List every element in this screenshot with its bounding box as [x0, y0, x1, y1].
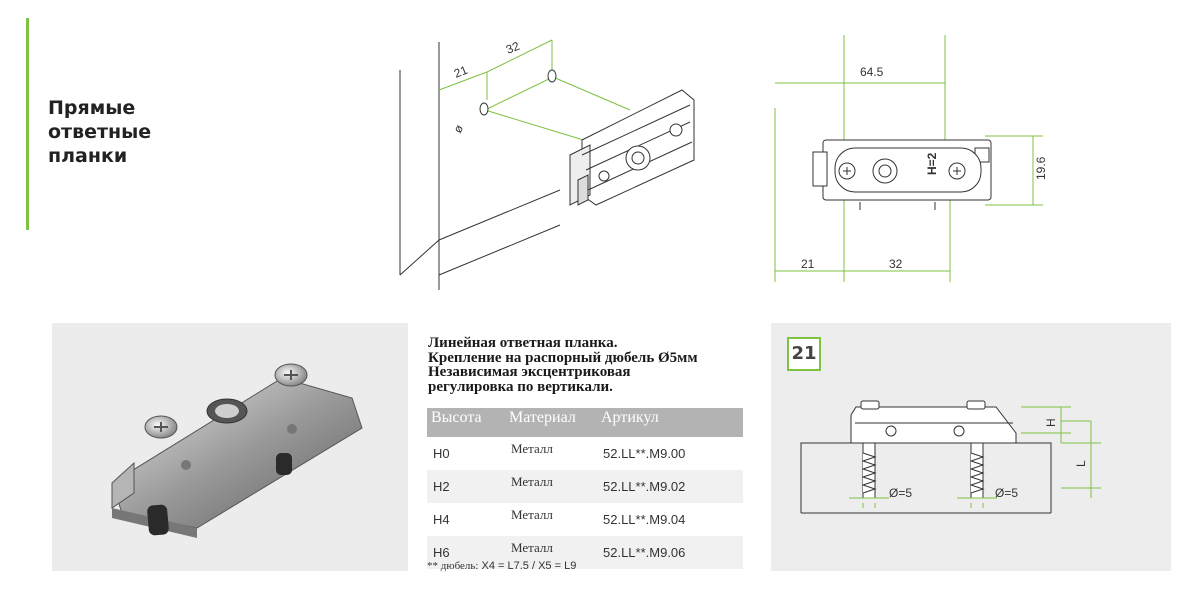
section-title: Прямые ответные планки: [48, 96, 248, 168]
dim-19-6-label: 19.6: [1034, 156, 1048, 180]
table-row: H0 Металл 52.LL**.M9.00: [427, 437, 743, 470]
dim-21-label: 21: [801, 257, 815, 271]
accent-bar: [26, 18, 29, 230]
section-title-line: планки: [48, 145, 128, 167]
cell-height: H0: [433, 446, 450, 461]
dim-21-label: 21: [452, 63, 470, 81]
column-header-article: Артикул: [597, 408, 743, 437]
plan-view-drawing: 64.5 19.6 21 32 H=2: [774, 35, 1048, 282]
table-header-row: Высота Материал Артикул: [427, 408, 743, 437]
dia-label-right: Ø=5: [995, 486, 1018, 500]
specs-table: Высота Материал Артикул H0 Металл 52.LL*…: [427, 408, 743, 569]
dowel-hole-icon: [479, 102, 489, 116]
dia-label-left: Ø=5: [889, 486, 912, 500]
dowel-icon: [861, 442, 985, 499]
dim-64-5-label: 64.5: [860, 65, 884, 79]
dim-L-label: L: [1074, 460, 1088, 467]
mounting-plate-section-icon: [850, 400, 1017, 444]
cell-article: 52.LL**.M9.04: [603, 512, 686, 527]
product-description: Линейная ответная планка. Крепление на р…: [428, 336, 758, 395]
description-line: регулировка по вертикали.: [428, 379, 613, 395]
table-row: H2 Металл 52.LL**.M9.02: [427, 470, 743, 503]
installation-drawing: 21 32 ø: [399, 39, 695, 290]
dowel-hole-icon: [547, 69, 557, 83]
note-values: X4 = L7.5 / X5 = L9: [478, 560, 577, 572]
cell-height: H6: [427, 536, 505, 569]
cell-article: 52.LL**.M9.02: [597, 470, 743, 503]
mounting-plate-icon: [569, 89, 695, 206]
part-mark-label: H=2: [925, 152, 939, 175]
column-header-material: Материал: [505, 408, 597, 437]
cell-material: Металл: [505, 470, 597, 503]
cell-height: H4: [433, 512, 450, 527]
product-photo: [52, 323, 408, 571]
table-row: H4 Металл 52.LL**.M9.04: [427, 503, 743, 536]
mounting-plate-top-view-icon: [812, 139, 992, 210]
description-line: Независимая эксцентриковая: [428, 364, 631, 380]
dim-H-label: H: [1044, 418, 1058, 427]
figure-number-badge: 21: [787, 337, 821, 371]
cell-material: Металл: [505, 536, 597, 569]
description-line: Крепление на распорный дюбель Ø5мм: [428, 350, 698, 366]
dim-32-label: 32: [889, 257, 903, 271]
cell-article: 52.LL**.M9.00: [603, 446, 686, 461]
column-header-height: Высота: [427, 408, 505, 437]
section-title-line: ответные: [48, 121, 152, 143]
cell-material: Металл: [511, 441, 553, 456]
cross-section-drawing: Ø=5 Ø=5 H L: [800, 400, 1101, 514]
note-prefix: ** дюбель:: [427, 560, 479, 572]
dowel-note: ** дюбель: X4 = L7.5 / X5 = L9: [427, 560, 576, 572]
section-title-line: Прямые: [48, 97, 136, 119]
table-row: H6 Металл 52.LL**.M9.06: [427, 536, 743, 569]
description-line: Линейная ответная планка.: [428, 335, 618, 351]
dim-diameter-label: ø: [450, 122, 466, 136]
cross-section-panel: Ø=5 Ø=5 H L 21: [771, 323, 1171, 571]
dim-32-label: 32: [504, 39, 522, 57]
cell-height: H2: [427, 470, 505, 503]
cell-material: Металл: [511, 507, 553, 522]
cell-article: 52.LL**.M9.06: [597, 536, 743, 569]
